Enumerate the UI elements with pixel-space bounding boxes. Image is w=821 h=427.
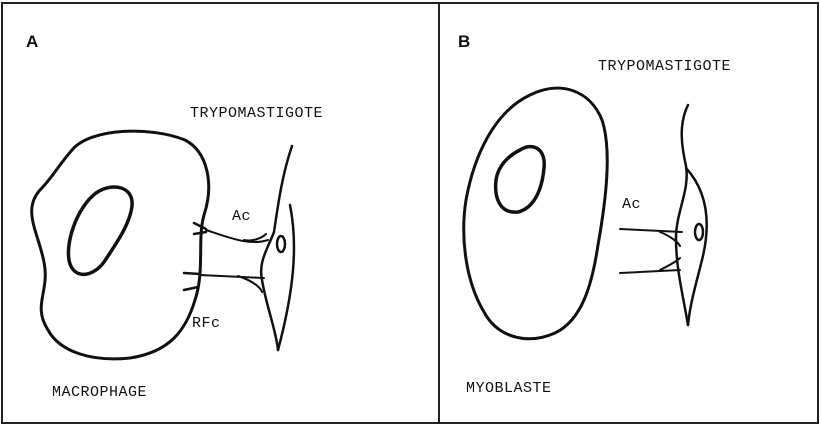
panel-b-myoblaste-label: MYOBLASTE — [466, 380, 552, 397]
panel-a-rfc-label: RFc — [192, 315, 221, 332]
panel-b-letter: B — [458, 32, 470, 51]
panel-a-letter: A — [26, 32, 38, 51]
panel-b-trypomastigote-label: TRYPOMASTIGOTE — [598, 58, 731, 75]
panel-a-ac-label: Ac — [232, 208, 251, 225]
panel-a-macrophage-label: MACROPHAGE — [52, 384, 147, 401]
panel-a-trypomastigote-label: TRYPOMASTIGOTE — [190, 105, 323, 122]
panel-b-ac-label: Ac — [622, 196, 641, 213]
